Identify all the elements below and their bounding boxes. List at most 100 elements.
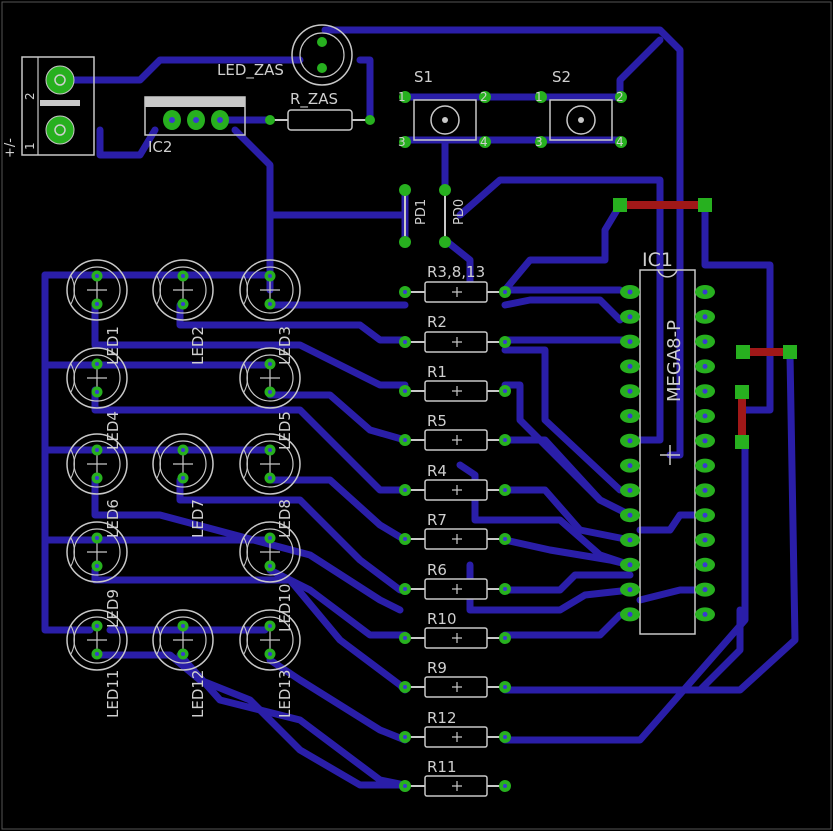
trace	[501, 201, 624, 294]
led-origin-mark	[260, 630, 280, 650]
s1-pin-1: 1	[398, 90, 406, 104]
trace	[501, 436, 634, 519]
s1-body	[413, 99, 477, 141]
s1-label: S1	[414, 68, 433, 86]
ic1-pin-drill	[702, 611, 708, 617]
ic1-pin-drill	[627, 463, 633, 469]
pd-resistors	[399, 184, 451, 248]
s1-pad	[479, 91, 491, 103]
resistor-origin-mark	[452, 732, 462, 742]
ic1-pin-drill	[627, 314, 633, 320]
led-origin-mark	[173, 630, 193, 650]
resistor-drill	[503, 636, 507, 640]
s1-pad	[399, 136, 411, 148]
led-origin-mark	[87, 280, 107, 300]
led5-label: LED5	[276, 411, 294, 450]
led-inner-ring	[73, 440, 121, 488]
led3-label: LED3	[276, 326, 294, 365]
led-flat-edge	[156, 275, 161, 305]
s1-center	[442, 117, 448, 123]
led-inner-ring	[159, 616, 207, 664]
r5-label: R5	[427, 412, 447, 430]
trace	[96, 126, 159, 159]
led-outline	[239, 347, 301, 409]
resistor-origin-mark	[452, 633, 462, 643]
resistor-bank	[399, 281, 511, 797]
led-drill	[95, 362, 99, 366]
resistor-drill	[503, 389, 507, 393]
trace	[636, 511, 709, 534]
led-drill	[95, 476, 99, 480]
led-outline	[152, 609, 214, 671]
s2-pad	[615, 136, 627, 148]
led-drill	[268, 536, 272, 540]
led-drill	[95, 448, 99, 452]
resistor-drill	[503, 685, 507, 689]
trace	[456, 176, 664, 444]
led-origin-mark	[87, 454, 107, 474]
led13-label: LED13	[276, 670, 294, 718]
jumper-pad	[735, 385, 749, 399]
ic1-pin-drill	[702, 537, 708, 543]
ic1-pin-drill	[627, 388, 633, 394]
pd0-pad	[439, 236, 451, 248]
led-drill	[268, 302, 272, 306]
resistor-origin-mark	[452, 781, 462, 791]
led10-label: LED10	[276, 584, 294, 632]
trace	[91, 651, 409, 789]
r4-label: R4	[427, 462, 447, 480]
ic1-pin-drill	[702, 587, 708, 593]
led-inner-ring	[73, 616, 121, 664]
resistor-origin-mark	[452, 386, 462, 396]
resistor-drill	[503, 438, 507, 442]
switch-s1	[399, 91, 491, 148]
trace	[41, 271, 94, 634]
ic1-pin-drill	[702, 463, 708, 469]
ic2-tab	[145, 97, 245, 107]
led-inner-ring	[73, 266, 121, 314]
led-drill	[95, 274, 99, 278]
ic1-pin-drill	[702, 413, 708, 419]
pd1-pad	[399, 236, 411, 248]
led-drill	[268, 652, 272, 656]
trace	[356, 56, 374, 124]
power-terminal	[21, 56, 95, 156]
ic1-pin-drill	[702, 363, 708, 369]
r9-label: R9	[427, 659, 447, 677]
led4-label: LED4	[104, 411, 122, 450]
led7-label: LED7	[189, 499, 207, 538]
r-zas-resistor	[265, 109, 375, 131]
r1-label: R1	[427, 363, 447, 381]
led-flat-edge	[243, 275, 248, 305]
ic2-regulator	[144, 96, 246, 136]
led-outline	[66, 347, 128, 409]
s2-pin-1: 1	[535, 90, 543, 104]
ic1-pin-drill	[702, 562, 708, 568]
jumper-pad	[783, 345, 797, 359]
ic1-pin-drill	[702, 512, 708, 518]
resistor-origin-mark	[452, 682, 462, 692]
led-outline	[66, 433, 128, 495]
resistor-drill	[503, 784, 507, 788]
trace	[91, 476, 404, 614]
trace	[701, 201, 774, 414]
s2-pad	[535, 136, 547, 148]
jumper-pad	[613, 198, 627, 212]
led-outline	[239, 521, 301, 583]
ic1-pin-drill	[702, 438, 708, 444]
resistor-drill	[403, 537, 407, 541]
ic2-label: IC2	[148, 138, 172, 156]
led-flat-edge	[243, 449, 248, 479]
resistor-drill	[403, 438, 407, 442]
terminal-screw	[54, 74, 66, 86]
led-drill	[268, 624, 272, 628]
terminal-pad	[45, 115, 75, 145]
led-origin-mark	[260, 368, 280, 388]
led-inner-ring	[246, 440, 294, 488]
resistor-origin-mark	[452, 485, 462, 495]
mega-label: MEGA8-P	[664, 320, 685, 402]
led-origin-mark	[173, 280, 193, 300]
resistor-drill	[403, 488, 407, 492]
trace	[501, 346, 624, 494]
resistor-drill	[403, 685, 407, 689]
